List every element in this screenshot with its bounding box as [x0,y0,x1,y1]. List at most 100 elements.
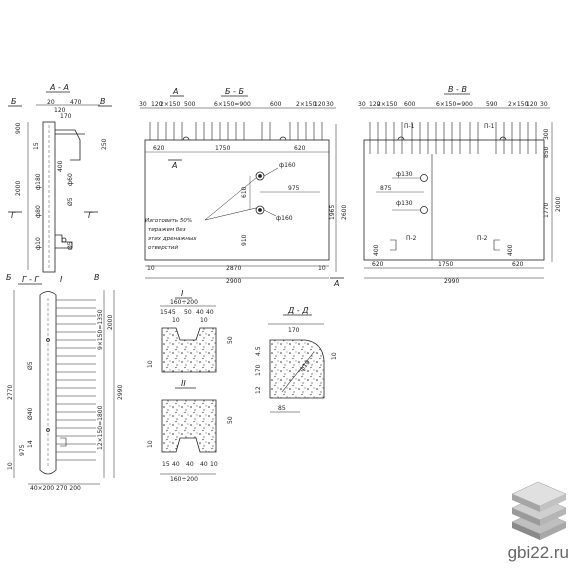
aa-dim-d5: Ø5 [67,197,74,206]
gg-dim-975: 975 [19,444,26,456]
node-i-dim-40a: 40 [196,309,204,316]
node-ii-dim-15: 15 [162,461,170,468]
bb-dim-1750: 1750 [215,145,230,152]
bb-hole-f160-1: ф160 [279,162,296,169]
vv-hole-f130-1: ф130 [396,171,413,178]
cut-mark-g-left: Г [11,211,16,220]
section-title-b-b: Б - Б [225,87,244,96]
node-i-side-50: 50 [227,336,234,344]
cut-mark-a-top: А [172,87,178,96]
node-ii-dim-40a: 40 [172,461,180,468]
aa-dim-2000: 2000 [15,181,22,196]
cut-mark-a-bottom: А [333,279,339,288]
node-i-dim-45: 45 [168,309,176,316]
node-ii-title: II [181,379,186,388]
aa-dim-15: 15 [33,142,40,150]
bb-dim-2870: 2870 [226,265,241,272]
bb-dim-6x150: 6×150=900 [214,101,251,108]
aa-dim-f10: ф10 [35,237,42,250]
vv-dim-2x150-r: 2×150 [508,101,528,108]
vv-mark-p1-left: П-1 [404,123,415,130]
section-g-g: Г - Г Б В I 9×150=1350 2000 12×150 [6,273,124,492]
bb-dim-620-l: 620 [153,145,165,152]
node-i-dim-50: 50 [184,309,192,316]
dd-dim-170-left: 170 [255,364,262,376]
bb-dim-2x150-r: 2×150 [296,101,316,108]
vv-dim-620-r: 620 [512,261,524,268]
node-ii-detail: II 50 10 15 40 40 40 10 160÷200 [147,379,234,483]
bb-hole-f160-2: ф160 [276,215,293,222]
node-ii-side-50: 50 [227,416,234,424]
dd-dim-170: 170 [288,327,300,334]
gg-dim-d5: Ø5 [27,361,34,370]
aa-dim-f180: ф180 [35,173,42,190]
gg-dim-12x150: 12×150=1800 [97,405,104,450]
gg-dim-10: 10 [7,462,14,470]
cut-mark-g-right: Г [88,211,93,220]
bb-dim-120-l: 120 [151,101,163,108]
node-ii-dim-40b: 40 [186,461,194,468]
site-watermark: gbi22.ru [507,543,569,562]
vv-dim-600: 600 [404,101,416,108]
node-i-side-10: 10 [147,360,154,368]
vv-dim-850: 850 [543,146,550,158]
bb-dim-620-r: 620 [294,145,306,152]
aa-dim-20: 20 [47,99,55,106]
site-logo-icon [511,481,567,540]
gg-dim-2770: 2770 [7,385,14,400]
vv-dim-30-r: 30 [540,101,548,108]
cut-mark-v-gg: В [94,273,100,282]
vv-hole-f130-2: ф130 [396,200,413,207]
vv-dim-2x150-l: 2×150 [377,101,397,108]
section-title-d-d: Д - Д [287,306,308,315]
section-b-b: Б - Б А 30 120 2×150 500 6×150=900 600 2… [139,87,348,288]
bb-dim-1965: 1965 [329,205,336,220]
bb-note-line-1: Изготовить 50% [145,218,192,224]
vv-dim-120-r: 120 [526,101,538,108]
bb-dim-30-l: 30 [139,101,147,108]
vv-dim-30-l: 30 [358,101,366,108]
gg-dim-bottom: 40×200 270 200 [30,485,81,492]
section-a-a: А - А Б В 20 120 470 170 900 2000 15 250… [8,83,112,273]
aa-dim-f80: ф80 [35,205,42,218]
aa-dim-170: 170 [60,113,72,120]
node-i-dim-160-200: 160÷200 [170,299,198,306]
aa-dim-400: 400 [57,160,64,172]
vv-dim-620-l: 620 [372,261,384,268]
dd-dim-10: 10 [331,352,338,360]
bb-dim-610: 610 [241,186,248,198]
vv-dim-590: 590 [486,101,498,108]
cut-mark-b-gg: Б [6,273,12,282]
vv-mark-p1-right: П-1 [484,123,495,130]
vv-dim-6x150: 6×150=900 [436,101,473,108]
gg-dim-2000: 2000 [107,315,114,330]
vv-dim-1770: 1770 [543,203,550,218]
vv-dim-400-r: 400 [507,244,514,256]
bb-dim-120-r: 120 [314,101,326,108]
section-title-a-a: А - А [49,83,69,92]
cut-mark-v-right: В [100,97,106,106]
node-i-dim-10b: 10 [200,317,208,324]
node-ii-dim-40c: 40 [200,461,208,468]
section-d-d: Д - Д 170 ф10 4.5 170 12 85 10 [255,306,338,413]
bb-dim-975: 975 [288,185,300,192]
node-ii-dim-10: 10 [210,461,218,468]
node-i-dim-10a: 10 [172,317,180,324]
section-title-v-v: В - В [448,85,467,94]
section-title-g-g: Г - Г [22,275,39,284]
node-i-dim-40b: 40 [206,309,214,316]
vv-dim-875: 875 [380,185,392,192]
aa-dim-120: 120 [54,107,66,114]
aa-dim-f60: ф60 [67,173,74,186]
bb-dim-910: 910 [241,234,248,246]
bb-note-line-4: отверстий [148,245,178,251]
bb-note-line-2: тиражем без [148,227,186,233]
aa-dim-250: 250 [101,138,108,150]
bb-dim-10-r: 10 [318,265,326,272]
node-i-detail: I 160÷200 15 45 50 40 40 10 10 50 10 [147,289,234,373]
vv-dim-2990: 2990 [444,278,459,285]
bb-note-line-3: этих дренажных [148,236,197,242]
gg-dim-14: 14 [27,440,34,448]
dd-dim-4-5: 4.5 [255,346,262,356]
